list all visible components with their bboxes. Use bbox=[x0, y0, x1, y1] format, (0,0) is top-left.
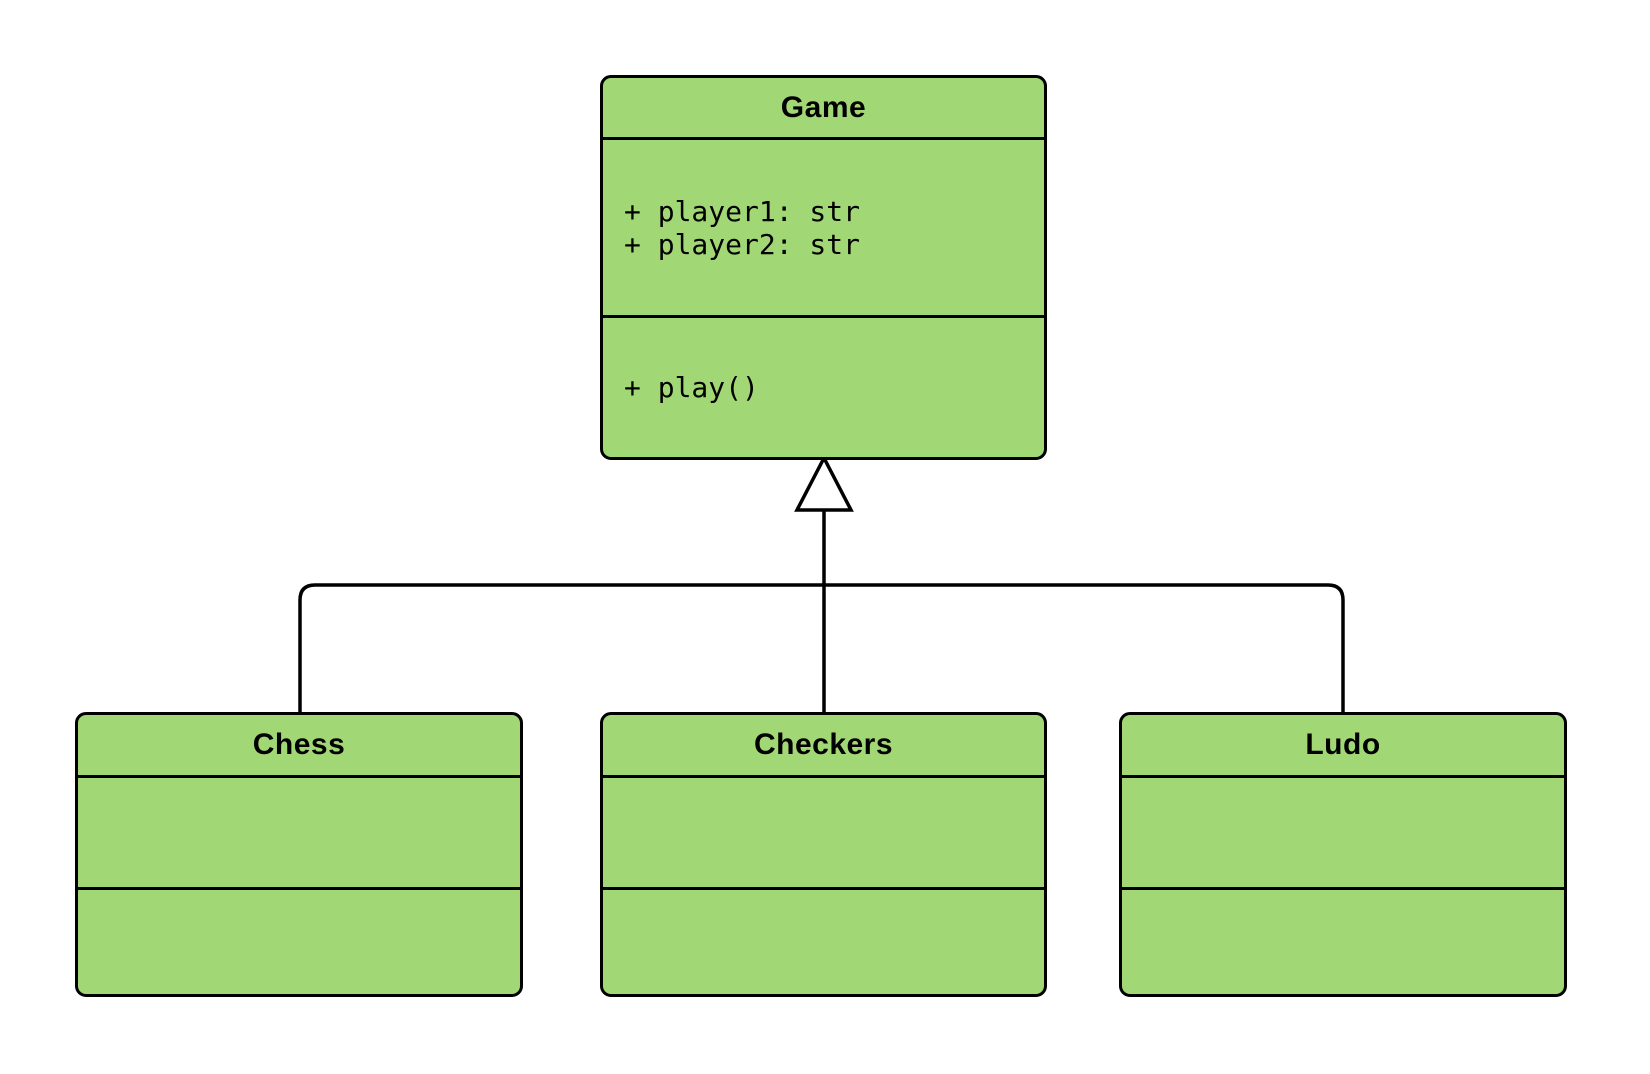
edge-ludo-to-game bbox=[824, 583, 1345, 714]
class-checkers: Checkers bbox=[600, 712, 1047, 997]
class-game-attributes: + player1: str + player2: str bbox=[603, 140, 1044, 318]
class-chess-methods bbox=[78, 890, 520, 994]
class-chess-attributes bbox=[78, 778, 520, 890]
class-checkers-methods bbox=[603, 890, 1044, 994]
class-ludo-methods bbox=[1122, 890, 1564, 994]
attribute-row: + player2: str bbox=[624, 227, 861, 261]
class-checkers-title: Checkers bbox=[603, 715, 1044, 778]
inheritance-arrow-icon bbox=[794, 454, 854, 512]
class-game-title: Game bbox=[603, 78, 1044, 140]
class-chess-title: Chess bbox=[78, 715, 520, 778]
attribute-row: + player1: str bbox=[624, 194, 861, 228]
class-game-methods: + play() bbox=[603, 318, 1044, 457]
class-ludo: Ludo bbox=[1119, 712, 1567, 997]
class-ludo-title: Ludo bbox=[1122, 715, 1564, 778]
class-game: Game + player1: str + player2: str + pla… bbox=[600, 75, 1047, 460]
class-chess: Chess bbox=[75, 712, 523, 997]
edge-chess-to-game bbox=[298, 583, 824, 714]
class-ludo-attributes bbox=[1122, 778, 1564, 890]
method-row: + play() bbox=[624, 371, 759, 404]
class-checkers-attributes bbox=[603, 778, 1044, 890]
